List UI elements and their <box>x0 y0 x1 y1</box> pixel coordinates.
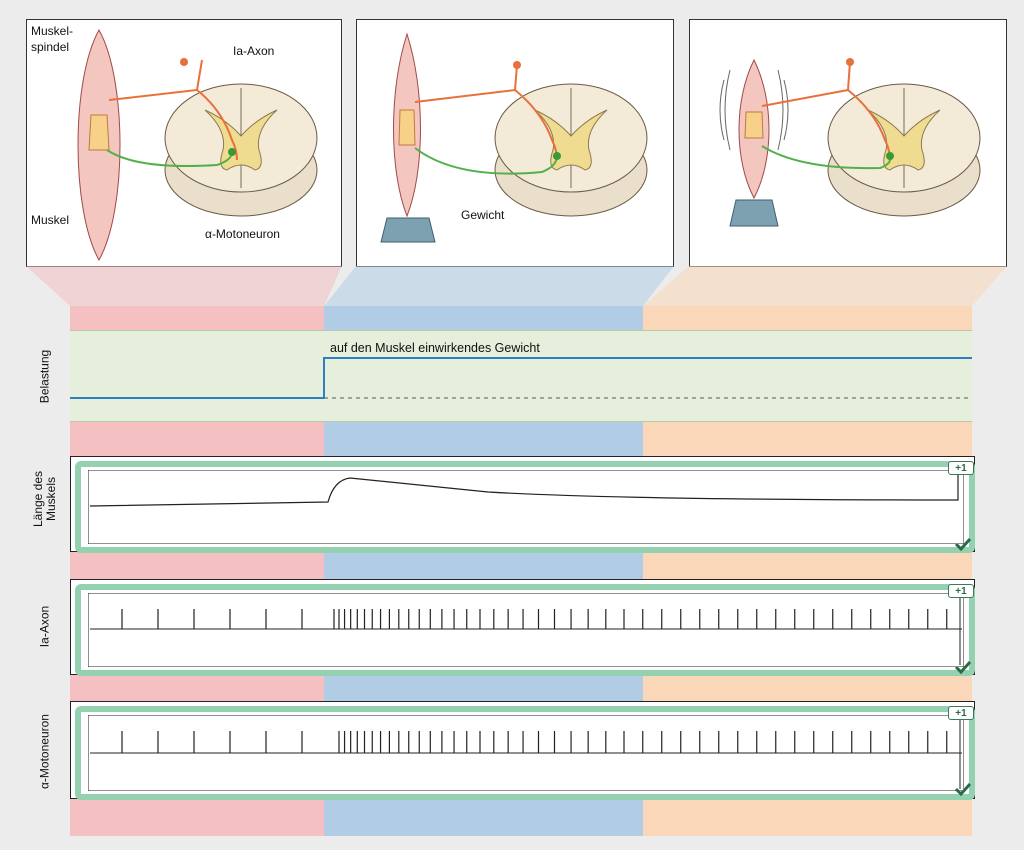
label-ia-axon: Ia-Axon <box>233 44 275 58</box>
belastung-annotation: auf den Muskel einwirkendes Gewicht <box>330 341 540 355</box>
label-gewicht: Gewicht <box>461 208 505 222</box>
check-icon <box>954 782 972 796</box>
panel-connectors <box>26 266 1007 306</box>
score-badge-ia: +1 <box>948 584 974 598</box>
label-muskelspindel-1: Muskel- <box>31 24 74 38</box>
answer-box-ia[interactable] <box>75 584 975 676</box>
score-badge-laenge: +1 <box>948 461 974 475</box>
answer-box-motoneuron[interactable] <box>75 706 975 800</box>
ylabel-motoneuron: α-Motoneuron <box>37 714 52 789</box>
ylabel-laenge: Länge des Muskels <box>31 458 58 540</box>
panel-resting: Muskel- spindel Ia-Axon Muskel α-Motoneu… <box>26 19 342 267</box>
laenge-trace <box>88 470 964 544</box>
check-icon <box>954 537 972 551</box>
panel-reflex-response <box>689 19 1007 267</box>
label-muskelspindel-2: spindel <box>31 40 70 54</box>
ylabel-ia: Ia-Axon <box>37 605 52 648</box>
answer-box-laenge[interactable] <box>75 461 975 553</box>
check-icon <box>954 660 972 674</box>
graph-belastung <box>70 330 972 422</box>
ylabel-belastung: Belastung <box>37 349 52 404</box>
label-alpha-motoneuron: α-Motoneuron <box>205 227 280 241</box>
motoneuron-spike-train <box>88 715 964 791</box>
muscle-with-weight-illustration <box>380 32 648 243</box>
ia-spike-train <box>88 593 964 667</box>
reflex-contraction-illustration <box>719 58 981 227</box>
label-muskel: Muskel <box>31 213 70 227</box>
panel-weight-applied: Gewicht <box>356 19 674 267</box>
belastung-trace <box>70 357 972 399</box>
score-badge-motoneuron: +1 <box>948 706 974 720</box>
muscle-spindle-illustration <box>77 28 318 262</box>
ylabel-laenge-2: Muskels <box>44 477 58 522</box>
